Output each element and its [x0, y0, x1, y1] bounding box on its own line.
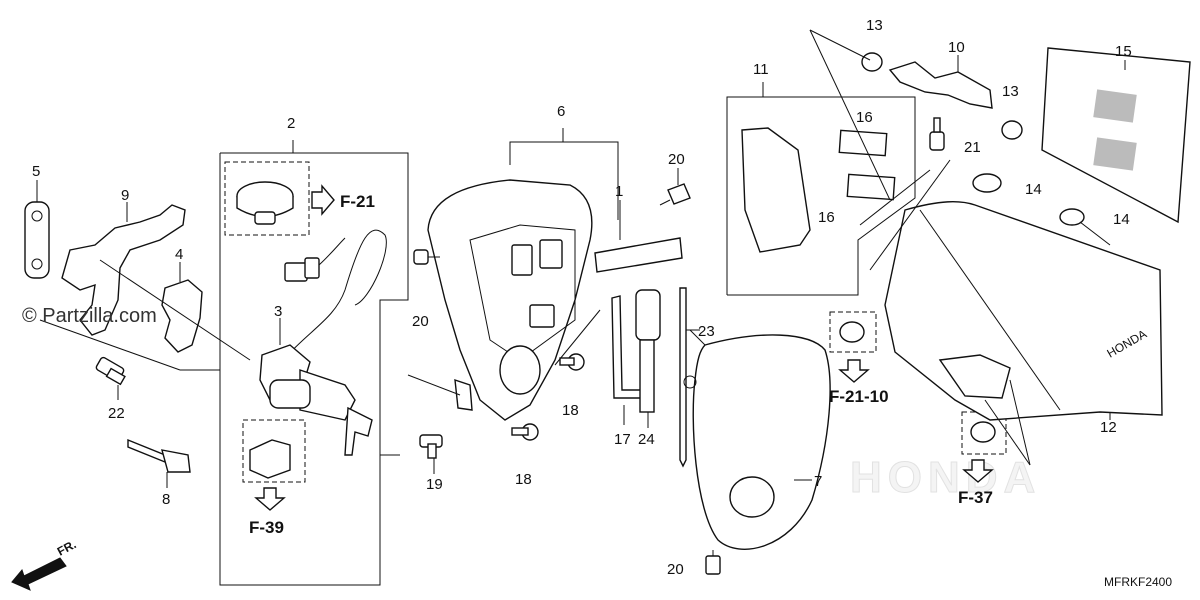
callout-24: 24 [638, 431, 655, 448]
callout-20-left: 20 [412, 313, 429, 330]
callout-7: 7 [814, 473, 822, 490]
callout-18-lower: 18 [515, 471, 532, 488]
housing-part-6 [427, 179, 593, 421]
bolt-part-22 [95, 356, 126, 386]
fuel-cap-part [236, 181, 294, 225]
callout-4: 4 [175, 246, 183, 263]
ref-arrow-f2110 [838, 359, 870, 383]
clip-part-20-bottom [705, 550, 721, 575]
ref-arrow-f21 [311, 184, 335, 216]
bracket-part-10 [888, 61, 993, 109]
dashed-box-grommet [829, 311, 877, 353]
watermark-text: © Partzilla.com [22, 305, 157, 327]
bracket-6 [509, 141, 619, 220]
callout-22: 22 [108, 405, 125, 422]
inner-cover-part-11 [741, 127, 811, 253]
callout-9: 9 [121, 187, 129, 204]
callout-13-upper: 13 [866, 17, 883, 34]
strip-part-1 [594, 237, 683, 273]
dashed-box-lock-lower [242, 419, 306, 483]
callout-18-upper: 18 [562, 402, 579, 419]
screwdriver-part-23 [679, 287, 687, 468]
ref-label-f39[interactable]: F-39 [249, 518, 284, 537]
callout-19: 19 [426, 476, 443, 493]
dashed-box-fuel-cap [224, 161, 310, 236]
wire-connector [284, 237, 346, 282]
clip-part-20-top [659, 183, 691, 206]
callout-23: 23 [698, 323, 715, 340]
callout-13-right: 13 [1002, 83, 1019, 100]
bracket-part-4 [161, 279, 203, 353]
pad-part-16-lower [846, 173, 896, 201]
callout-1: 1 [615, 183, 623, 200]
callout-2: 2 [287, 115, 295, 132]
leader-lines [39, 29, 1111, 466]
plate-part-5 [24, 201, 50, 279]
ref-arrow-f39 [254, 487, 286, 511]
callout-17: 17 [614, 431, 631, 448]
callout-14-lower: 14 [1113, 211, 1130, 228]
callout-20-bottom: 20 [667, 561, 684, 578]
grommet-in-box-lower [970, 421, 996, 443]
group-box-2 [219, 140, 409, 586]
screw-part-18-lower [511, 423, 539, 441]
callout-16-lower: 16 [818, 209, 835, 226]
callout-11: 11 [753, 61, 769, 78]
group-box-11 [726, 82, 916, 296]
dashed-box-grommet-lower [961, 411, 1007, 455]
bolt-part-21 [929, 117, 945, 151]
ref-label-f2110[interactable]: F-21-10 [829, 387, 889, 406]
key-part-8 [127, 438, 191, 473]
callout-10: 10 [948, 39, 965, 56]
callout-6: 6 [557, 103, 565, 120]
bracket-part-9 [61, 204, 186, 336]
diagram-code: MFRKF2400 [1104, 575, 1172, 589]
grommet-in-box [839, 321, 865, 343]
callout-14-upper: 14 [1025, 181, 1042, 198]
lock-part-lower [249, 439, 291, 479]
side-cover-part-12: HONDA [884, 201, 1163, 421]
grommet-part-13-upper [861, 52, 883, 72]
decal-sheet-part-15 [1041, 47, 1191, 224]
callout-12: 12 [1100, 419, 1117, 436]
callout-3: 3 [274, 303, 282, 320]
callout-8: 8 [162, 491, 170, 508]
front-arrow-icon [11, 557, 67, 591]
ref-label-f37[interactable]: F-37 [958, 488, 993, 507]
front-label: FR. [55, 537, 79, 558]
callout-21: 21 [964, 139, 981, 156]
brand-watermark: HONDA [850, 453, 1041, 502]
lock-cylinder-part-3 [259, 229, 387, 456]
screw-part-18-upper [559, 353, 585, 371]
grommet-part-14-lower [1059, 208, 1085, 226]
clip-part-20-left [413, 249, 440, 265]
ref-arrow-f37 [962, 459, 994, 483]
callout-15: 15 [1115, 43, 1132, 60]
grommet-part-14-upper [972, 173, 1002, 193]
callout-20-top: 20 [668, 151, 685, 168]
bolt-part-19 [419, 434, 443, 459]
side-cover-part-7 [683, 334, 831, 550]
ref-label-f21[interactable]: F-21 [340, 192, 375, 211]
callout-16-upper: 16 [856, 109, 873, 126]
callout-5: 5 [32, 163, 40, 180]
grommet-part-13-right [1001, 120, 1023, 140]
screwdriver-part-24 [635, 289, 661, 413]
